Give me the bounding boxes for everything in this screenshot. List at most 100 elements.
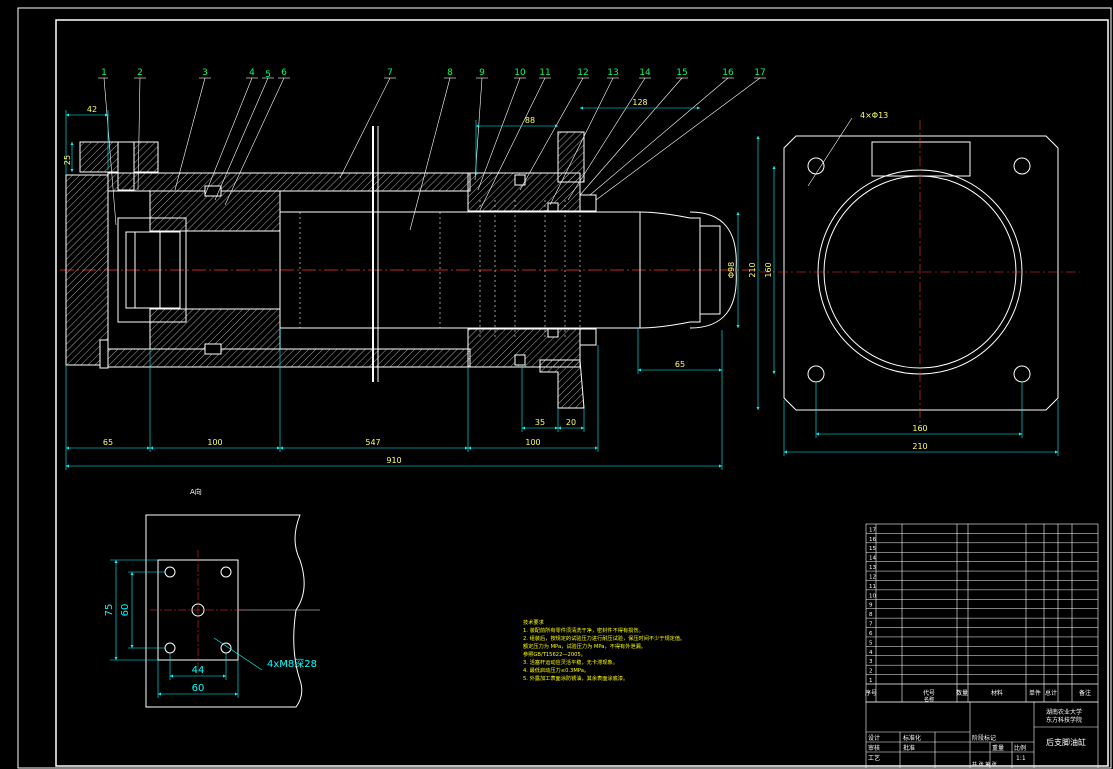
technical-notes: 技术要求 1. 装配前所有零件须清洗干净，密封件不得有损伤。 2. 组装后，按规… [523, 618, 685, 682]
notes-heading: 技术要求 [523, 618, 545, 626]
dim-100-right: 100 [525, 438, 540, 447]
bom-row-no: 12 [869, 574, 876, 580]
weight-label: 重量 [992, 744, 1004, 752]
piston-top [149, 190, 281, 232]
svg-text:数量: 数量 [956, 689, 968, 697]
balloon-8: 8 [447, 68, 453, 78]
balloon-14: 14 [639, 68, 651, 78]
svg-text:总计: 总计 [1045, 689, 1057, 697]
bom-row-no: 14 [869, 556, 876, 562]
dept-name: 东方科技学院 [1046, 716, 1082, 724]
bom-row-no: 2 [869, 669, 873, 675]
dim-100-left: 100 [207, 438, 222, 447]
bom-row-no: 9 [869, 603, 873, 609]
bom-row-no: 4 [869, 650, 873, 656]
bom-table [865, 523, 1099, 703]
svg-text:单件: 单件 [1029, 689, 1041, 697]
balloon-1: 1 [101, 68, 107, 78]
svg-text:额定压力为 MPa，试验压力为 MPa，不得有外泄漏。: 额定压力为 MPa，试验压力为 MPa，不得有外泄漏。 [523, 642, 646, 650]
balloon-9: 9 [479, 68, 485, 78]
school-name: 湖南农业大学 [1046, 708, 1082, 716]
end-dim-160-h: 160 [912, 424, 927, 433]
bom-row-no: 1 [869, 678, 873, 684]
check-label: 审核 [868, 744, 880, 752]
title-block [865, 701, 1099, 769]
rod-eye [689, 211, 737, 329]
detail-label: A向 [190, 487, 202, 496]
process-label: 工艺 [868, 754, 880, 762]
bom-row-no: 7 [869, 622, 873, 628]
bom-row-no: 16 [869, 537, 876, 543]
balloon-2: 2 [137, 68, 143, 78]
svg-text:5. 外露加工表面涂防锈油，其余表面涂底漆。: 5. 外露加工表面涂防锈油，其余表面涂底漆。 [523, 674, 628, 682]
svg-text:备注: 备注 [1079, 689, 1091, 697]
detail-dim-60-v: 60 [120, 604, 131, 617]
svg-text:1. 装配前所有零件须清洗干净，密封件不得有损伤。: 1. 装配前所有零件须清洗干净，密封件不得有损伤。 [523, 626, 644, 634]
mount-hole-3 [807, 365, 825, 383]
dim-dia-98: Φ98 [727, 262, 736, 278]
end-dim-210-h: 210 [912, 442, 927, 451]
bom-row-no: 8 [869, 612, 873, 618]
detail-view-a: A向 75 60 44 [104, 487, 320, 708]
bom-row-no: 17 [869, 527, 876, 533]
piston-bottom [149, 308, 281, 350]
balloon-13: 13 [607, 68, 618, 78]
bom-row-no: 15 [869, 546, 876, 552]
mount-hole-2 [1013, 157, 1031, 175]
standard-label: 标准化 [903, 734, 921, 742]
main-section-view: 1 2 3 4 5 6 7 8 9 10 11 12 13 14 15 16 1… [60, 68, 766, 470]
balloon-16: 16 [722, 68, 734, 78]
end-dim-210-v: 210 [748, 262, 757, 277]
mount-hole-1 [807, 157, 825, 175]
svg-text:序号: 序号 [865, 689, 877, 697]
bom-row-no: 5 [869, 640, 873, 646]
svg-text:参照GB/T15622—2005。: 参照GB/T15622—2005。 [523, 650, 586, 658]
design-label: 设计 [868, 734, 880, 742]
rear-end-cap [65, 174, 109, 366]
approve-label: 批准 [903, 744, 915, 752]
cylinder-barrel-bottom [107, 348, 471, 368]
dim-35: 35 [535, 418, 545, 427]
dim-128: 128 [632, 98, 647, 107]
bom-row-no: 6 [869, 631, 873, 637]
svg-text:材料: 材料 [991, 689, 1003, 697]
end-dim-160-v: 160 [764, 262, 773, 277]
scale-value: 1:1 [1016, 755, 1026, 762]
balloon-leaders [98, 77, 766, 231]
balloon-4: 4 [249, 68, 255, 78]
end-plate [783, 135, 1059, 411]
hole-note: 4×Φ13 [860, 111, 888, 120]
balloon-7: 7 [387, 68, 393, 78]
svg-text:名称: 名称 [924, 696, 934, 703]
dim-910: 910 [386, 456, 401, 465]
mount-hole-4 [1013, 365, 1031, 383]
dim-547: 547 [365, 438, 380, 447]
front-flange-top [557, 131, 585, 183]
bom-header: 序号 代号 数量 材料 单件 总计 备注 名称 [865, 683, 1098, 703]
dim-65-right: 65 [675, 360, 685, 369]
dim-42: 42 [87, 105, 97, 114]
detail-dim-75: 75 [104, 604, 115, 617]
balloon-5: 5 [265, 70, 271, 80]
svg-text:3. 活塞杆运动应灵活平稳，无卡滞现象。: 3. 活塞杆运动应灵活平稳，无卡滞现象。 [523, 658, 618, 666]
bom-row-no: 10 [869, 593, 876, 599]
bom-row-no: 3 [869, 659, 873, 665]
detail-dim-44: 44 [192, 665, 205, 676]
piston-rod [279, 211, 641, 329]
detail-dim-60-h: 60 [192, 683, 205, 694]
stage-label: 阶段标记 [972, 734, 996, 742]
bom-row-no: 11 [869, 584, 876, 590]
lock-nut [117, 217, 187, 323]
dim-20: 20 [566, 418, 576, 427]
balloon-3: 3 [202, 68, 208, 78]
dim-65-left: 65 [103, 438, 113, 447]
bom-rows: 17 16 15 14 13 12 11 10 9 8 7 6 5 4 3 2 1 [866, 527, 1098, 685]
drawing-title: 后支脚油缸 [1046, 737, 1086, 747]
detail-thread-note: 4xM8深28 [267, 658, 317, 670]
balloon-15: 15 [676, 68, 687, 78]
bom-row-no: 13 [869, 565, 876, 571]
balloon-17: 17 [754, 68, 765, 78]
balloon-12: 12 [577, 68, 588, 78]
svg-text:2. 组装后，按规定的试验压力进行耐压试验，保压时间不少于规: 2. 组装后，按规定的试验压力进行耐压试验，保压时间不少于规定值。 [523, 634, 685, 642]
